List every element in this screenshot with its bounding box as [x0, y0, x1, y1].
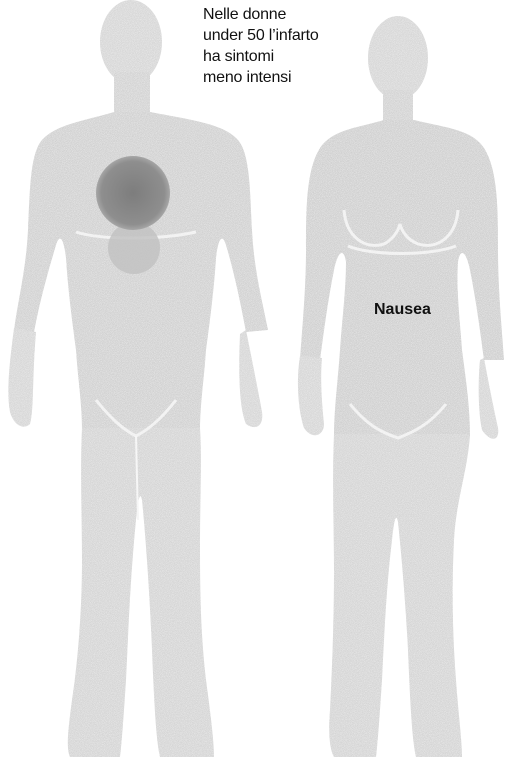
female-head: [368, 16, 428, 100]
male-head: [100, 0, 162, 84]
male-right-hand: [239, 330, 262, 427]
caption-line-1: Nelle donne: [203, 6, 287, 23]
female-figure: [298, 16, 504, 757]
male-figure: [8, 0, 268, 757]
nausea-label: Nausea: [374, 301, 431, 318]
caption-line-3: ha sintomi: [203, 48, 274, 65]
caption-line-4: meno intensi: [203, 69, 291, 86]
female-torso: [300, 120, 504, 436]
female-left-hand: [298, 356, 324, 435]
chest-pain-spot: [96, 156, 170, 230]
male-legs: [68, 428, 214, 757]
female-right-hand: [479, 358, 499, 439]
male-left-hand: [8, 328, 36, 427]
caption-line-2: under 50 l’infarto: [203, 27, 319, 44]
female-legs: [329, 434, 470, 757]
male-neck: [114, 72, 150, 118]
caption: Nelle donne under 50 l’infarto ha sintom…: [203, 6, 323, 86]
